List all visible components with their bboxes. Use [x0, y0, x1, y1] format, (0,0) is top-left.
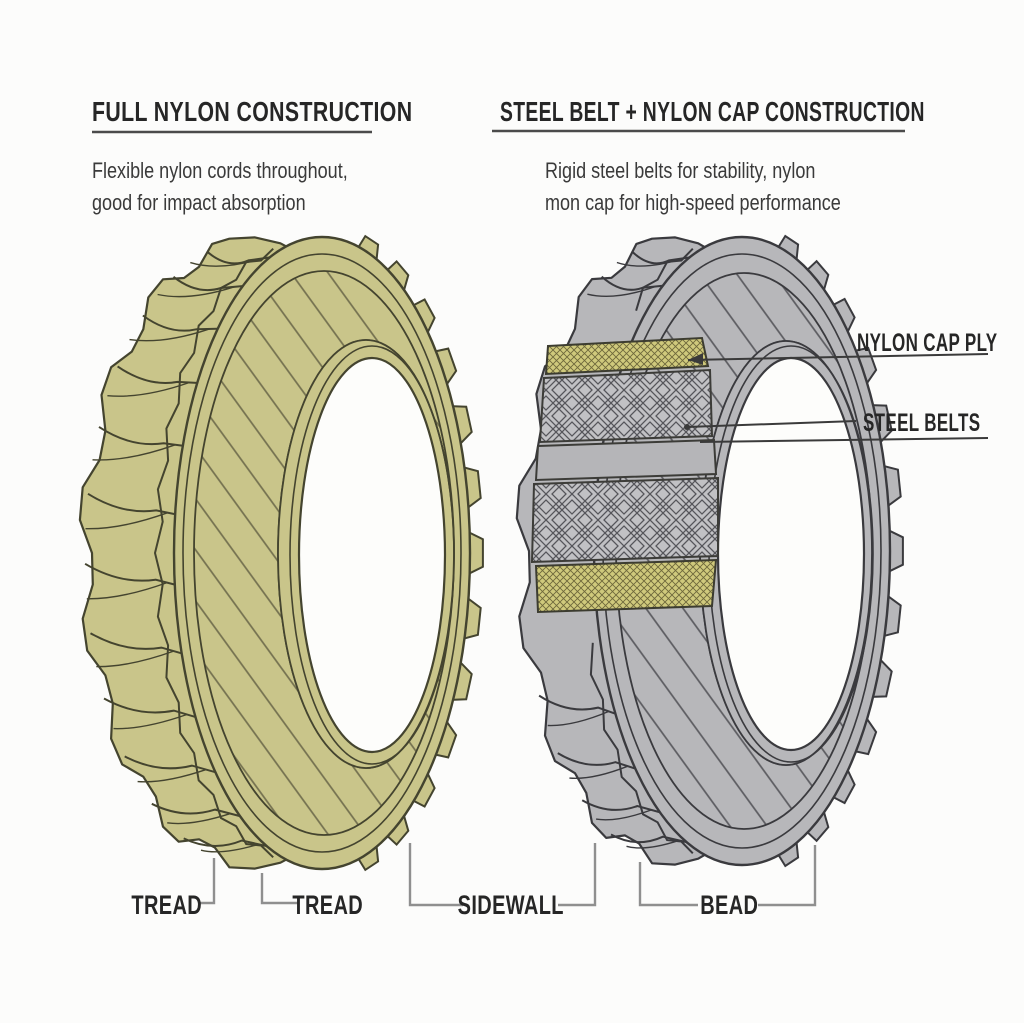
- tread-lug-line: [610, 833, 696, 846]
- header-underlines: [92, 129, 905, 134]
- left-panel-title: FULL NYLON CONSTRUCTION: [92, 98, 514, 126]
- tread-centre-seam: [589, 642, 694, 854]
- leader-arrowhead: [688, 353, 703, 365]
- steel-belts-leader-underline: [699, 437, 989, 443]
- bead-ring: [289, 345, 455, 765]
- right-panel-title: STEEL BELT + NYLON CAP CONSTRUCTION: [500, 98, 1024, 126]
- cutaway-layers: [530, 336, 719, 614]
- tread-lug-line: [626, 839, 680, 849]
- tread-lug-line: [632, 251, 698, 265]
- tread-lug-line: [167, 812, 231, 825]
- tread-lug-line: [124, 755, 221, 775]
- plain-ply-band: [534, 438, 718, 482]
- bead-bracket-left: [638, 862, 698, 907]
- bracket-lines: [198, 843, 817, 907]
- tread-lug-line: [129, 328, 210, 342]
- left-panel-title-text: FULL NYLON CONSTRUCTION: [92, 96, 413, 127]
- steel-belts-label: STEEL BELTS: [863, 409, 981, 437]
- tread-lug-line: [557, 752, 641, 772]
- steel-belts-leader-upper: [686, 420, 857, 428]
- sidewall-bracket-left: [408, 843, 463, 907]
- tread-left-bracket: [198, 858, 216, 905]
- left-panel-description-line2: good for impact absorption: [92, 190, 306, 215]
- tread-lug-line: [90, 632, 187, 656]
- nylon-cap-ply-band: [544, 336, 710, 376]
- tread-lug-line: [142, 314, 223, 332]
- tread-lug-line: [207, 251, 278, 265]
- nylon-band-lower: [534, 558, 718, 614]
- sidewall-bracket-right: [558, 843, 597, 907]
- callout-lines: [684, 353, 989, 443]
- sidewall-label: SIDEWALL: [457, 890, 565, 920]
- tread-lug-line: [595, 809, 652, 821]
- right-panel-description-line1: Rigid steel belts for stability, nylon: [545, 158, 816, 183]
- tread-lug-line: [84, 562, 180, 587]
- tread-lug-line: [87, 492, 180, 516]
- centre-hole: [297, 356, 447, 754]
- tread-lug-line: [98, 426, 187, 448]
- tread-centre-seam: [635, 248, 694, 311]
- tread-lug-line: [151, 802, 246, 819]
- centre-hole: [716, 356, 866, 752]
- nylon-cap-ply-leader-line: [687, 353, 989, 361]
- tread-lug-line: [538, 694, 621, 717]
- left-panel-description-line1: Flexible nylon cords throughout,: [92, 158, 348, 183]
- tread-right-bracket: [260, 873, 298, 905]
- tread-lug-line: [137, 768, 207, 783]
- tread-lug-line: [96, 650, 174, 668]
- tread-lug-line: [587, 285, 656, 298]
- bead-label: BEAD: [699, 890, 759, 920]
- tread-lug-line: [103, 697, 201, 720]
- tread-lug-line: [183, 837, 276, 849]
- tread-right-label: TREAD: [292, 890, 364, 920]
- leader-dot: [684, 424, 690, 430]
- nylon-cap-ply-label: NYLON CAP PLY: [857, 329, 998, 357]
- tread-lug-line: [200, 843, 259, 853]
- tread-lug-line: [85, 512, 168, 530]
- tread-lug-line: [92, 444, 176, 461]
- tread-lug-line: [581, 799, 666, 815]
- tread-lug-line: [569, 765, 629, 780]
- sidewall-rim-ring: [182, 253, 462, 853]
- bead-bracket-right: [758, 845, 817, 907]
- right-panel-description-line2: mon cap for high-speed performance: [545, 190, 841, 215]
- right-panel-title-text: STEEL BELT + NYLON CAP CONSTRUCTION: [500, 96, 925, 127]
- tread-lug-line: [86, 581, 168, 600]
- left-tire-illustration: [78, 234, 484, 872]
- tread-centre-seam: [153, 247, 274, 859]
- steel-belt-band-lower: [530, 476, 719, 564]
- tread-lug-line: [117, 365, 202, 385]
- steel-belt-band-upper: [538, 368, 714, 444]
- tread-left-label: TREAD: [131, 890, 203, 920]
- tread-lug-line: [157, 286, 235, 298]
